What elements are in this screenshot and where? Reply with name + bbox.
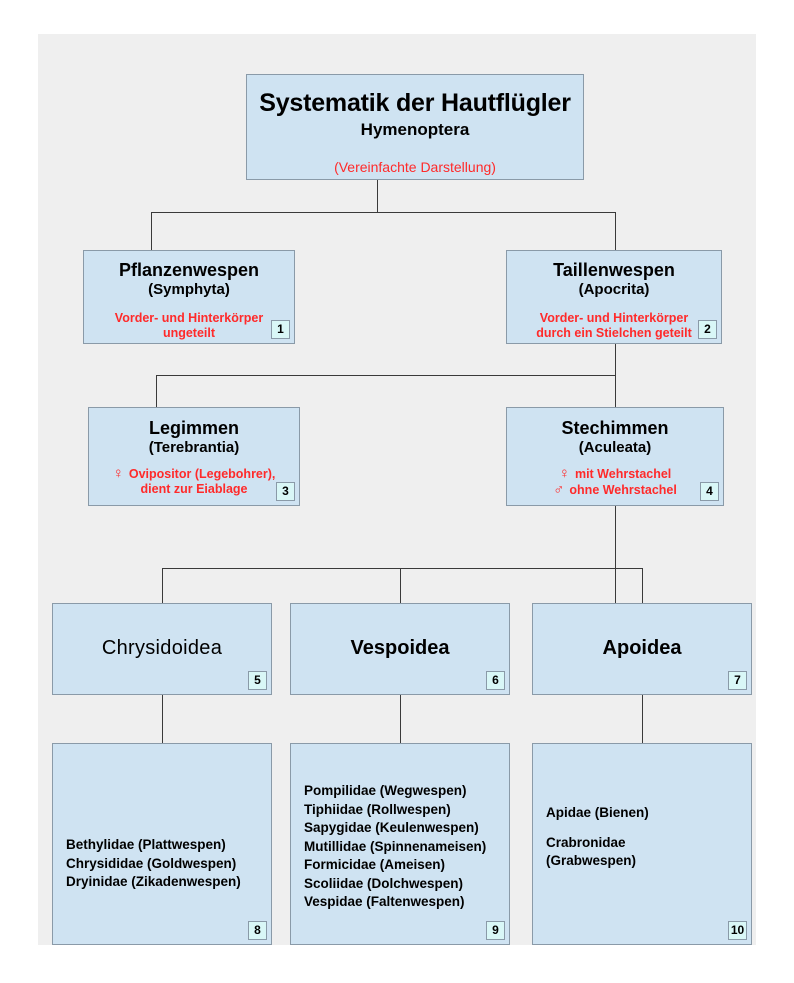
node-1-note-line1: Vorder- und Hinterkörper	[114, 311, 264, 325]
node-3-note-line1: Ovipositor (Legebohrer),	[128, 467, 276, 481]
node-3-subtitle: (Terebrantia)	[148, 439, 240, 456]
superfamily-5-badge: 5	[248, 671, 267, 690]
node-title-box[interactable]: Systematik der Hautflügler Hymenoptera (…	[246, 74, 584, 180]
connector-level3-bus	[156, 375, 616, 376]
node-2-note: Vorder- und Hinterkörper durch ein Stiel…	[507, 311, 721, 341]
family-9-badge: 9	[486, 921, 505, 940]
node-stechimmen[interactable]: Stechimmen (Aculeata) ♀ mit Wehrstachel …	[506, 407, 724, 506]
connector-level2-bus	[151, 212, 615, 213]
superfamily-5-name: Chrysidoidea	[101, 637, 223, 659]
node-4-subtitle: (Aculeata)	[578, 439, 652, 456]
node-4-male-text: ohne Wehrstachel	[569, 483, 677, 497]
list-item: Sapygidae (Keulenwespen)	[304, 820, 479, 835]
connector-title-stem	[377, 180, 378, 213]
node-1-badge: 1	[271, 320, 290, 339]
node-4-female-row: ♀ mit Wehrstachel	[507, 466, 723, 482]
list-item: Mutillidae (Spinnenameisen)	[304, 838, 487, 854]
node-4-note: ♀ mit Wehrstachel ♂ ohne Wehrstachel	[507, 466, 723, 498]
connector-to-family-9	[400, 695, 401, 743]
node-chrysidoidea[interactable]: Chrysidoidea 5	[52, 603, 272, 695]
node-apoidea[interactable]: Apoidea 7	[532, 603, 752, 695]
node-1-title: Pflanzenwespen	[118, 260, 260, 280]
list-item: Scoliidae (Dolchwespen)	[304, 875, 464, 891]
family-list-chrysidoidea[interactable]: Bethylidae (Plattwespen) Chrysididae (Go…	[52, 743, 272, 945]
connector-to-node-3	[156, 375, 157, 407]
diagram-subtitle: Hymenoptera	[360, 120, 470, 139]
list-item: Dryinidae (Zikadenwespen)	[66, 874, 241, 889]
node-3-note: ♀ Ovipositor (Legebohrer), dient zur Eia…	[89, 466, 299, 497]
node-3-title: Legimmen	[148, 418, 240, 438]
connector-to-superfamily-5	[162, 568, 163, 603]
node-1-note: Vorder- und Hinterkörper ungeteilt	[84, 311, 294, 341]
list-item: Bethylidae (Plattwespen)	[66, 837, 226, 852]
list-item: Formicidae (Ameisen)	[304, 857, 446, 872]
list-item: Crabronidae	[546, 834, 626, 850]
node-3-note-row1: ♀ Ovipositor (Legebohrer),	[89, 466, 299, 482]
node-3-badge: 3	[276, 482, 295, 501]
node-taillenwespen[interactable]: Taillenwespen (Apocrita) Vorder- und Hin…	[506, 250, 722, 344]
family-8-badge: 8	[248, 921, 267, 940]
node-2-note-line1: Vorder- und Hinterkörper	[539, 311, 689, 325]
node-1-note-line2: ungeteilt	[162, 326, 216, 340]
node-2-note-line2: durch ein Stielchen geteilt	[536, 326, 692, 340]
list-spacer	[546, 823, 743, 834]
node-pflanzenwespen[interactable]: Pflanzenwespen (Symphyta) Vorder- und Hi…	[83, 250, 295, 344]
node-2-subtitle: (Apocrita)	[578, 281, 650, 298]
node-vespoidea[interactable]: Vespoidea 6	[290, 603, 510, 695]
node-4-female-text: mit Wehrstachel	[574, 467, 672, 481]
node-3-note-line2: dient zur Eiablage	[140, 482, 248, 496]
connector-to-family-10	[642, 695, 643, 743]
connector-to-node-2	[615, 212, 616, 250]
node-4-male-row: ♂ ohne Wehrstachel	[507, 482, 723, 498]
list-item: Apidae (Bienen)	[546, 805, 649, 820]
female-symbol-icon: ♀	[558, 465, 570, 482]
connector-to-superfamily-6	[400, 568, 401, 603]
list-item: Chrysididae (Goldwespen)	[66, 855, 237, 871]
diagram-canvas: Systematik der Hautflügler Hymenoptera (…	[38, 34, 756, 945]
list-item: Vespidae (Faltenwespen)	[304, 894, 465, 909]
list-item: Pompilidae (Wegwespen)	[304, 783, 467, 798]
family-list-vespoidea[interactable]: Pompilidae (Wegwespen) Tiphiidae (Rollwe…	[290, 743, 510, 945]
family-list-apoidea[interactable]: Apidae (Bienen) Crabronidae (Grabwespen)…	[532, 743, 752, 945]
family-9-list: Pompilidae (Wegwespen) Tiphiidae (Rollwe…	[304, 782, 501, 912]
female-symbol-icon: ♀	[112, 465, 124, 482]
list-item: (Grabwespen)	[546, 853, 637, 868]
diagram-title: Systematik der Hautflügler	[259, 89, 571, 117]
node-4-badge: 4	[700, 482, 719, 501]
node-2-badge: 2	[698, 320, 717, 339]
connector-superfamily-bus	[162, 568, 642, 569]
family-10-badge: 10	[728, 921, 747, 940]
family-10-list: Apidae (Bienen) Crabronidae (Grabwespen)	[546, 804, 743, 871]
superfamily-6-badge: 6	[486, 671, 505, 690]
superfamily-7-name: Apoidea	[602, 637, 682, 659]
family-8-list: Bethylidae (Plattwespen) Chrysididae (Go…	[66, 836, 263, 892]
node-2-title: Taillenwespen	[553, 260, 675, 280]
connector-to-node-1	[151, 212, 152, 250]
superfamily-6-name: Vespoidea	[350, 637, 450, 659]
node-1-subtitle: (Symphyta)	[148, 281, 230, 298]
connector-to-family-8	[162, 695, 163, 743]
list-item: Tiphiidae (Rollwespen)	[304, 801, 451, 817]
superfamily-7-badge: 7	[728, 671, 747, 690]
diagram-note: (Vereinfachte Darstellung)	[334, 159, 496, 175]
node-legimmen[interactable]: Legimmen (Terebrantia) ♀ Ovipositor (Leg…	[88, 407, 300, 506]
node-4-title: Stechimmen	[561, 418, 669, 438]
connector-node4-stem	[615, 506, 616, 603]
connector-to-superfamily-7	[642, 568, 643, 603]
male-symbol-icon: ♂	[553, 481, 565, 498]
